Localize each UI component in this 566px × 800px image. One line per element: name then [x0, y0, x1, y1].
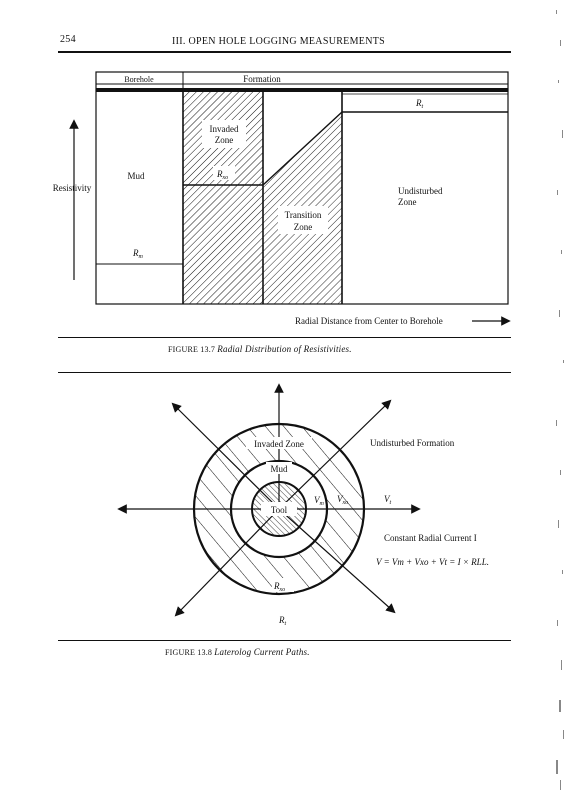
- invaded-zone-line2: Zone: [215, 135, 234, 145]
- page-number: 254: [60, 34, 76, 45]
- vm-label: Vm: [314, 495, 325, 507]
- transition-line2: Zone: [294, 222, 313, 232]
- col-borehole: Borehole: [124, 75, 154, 84]
- equation-label: V = Vm + Vxo + Vt = I × RLL.: [376, 557, 489, 567]
- mud-label: Mud: [127, 171, 145, 181]
- figure2-caption-num: FIGURE 13.8: [165, 648, 213, 657]
- running-title: III. OPEN HOLE LOGGING MEASUREMENTS: [172, 36, 385, 47]
- header-bar: [96, 88, 508, 92]
- vxo-label: Vxo: [337, 494, 348, 506]
- transition-upper-blank: [263, 92, 342, 185]
- rt-label: Rt: [278, 615, 287, 627]
- constant-current-label: Constant Radial Current I: [384, 533, 477, 543]
- x-axis-label: Radial Distance from Center to Borehole: [295, 316, 443, 326]
- figure2-bottom-rule: [58, 640, 511, 642]
- current-arrows: [117, 383, 421, 617]
- invaded-zone-label: Invaded Zone: [254, 439, 304, 449]
- tool-label: Tool: [271, 505, 288, 515]
- figure2-top-rule: [58, 372, 511, 374]
- header-rule: [58, 51, 511, 53]
- figure1-caption: FIGURE 13.7 Radial Distribution of Resis…: [168, 344, 352, 354]
- figure-13-7: Borehole Formation Rt Invaded Zone Rxo M…: [53, 71, 511, 326]
- figure1-caption-num: FIGURE 13.7: [168, 345, 216, 354]
- col-formation: Formation: [243, 74, 281, 84]
- transition-ramp: [262, 111, 343, 186]
- scan-edge-noise: [556, 10, 564, 790]
- undisturbed-formation-label: Undisturbed Formation: [370, 438, 455, 448]
- invaded-zone-line1: Invaded: [210, 124, 239, 134]
- figure-13-8: Invaded Zone Undisturbed Formation Mud T…: [117, 383, 489, 627]
- undisturbed-line1: Undisturbed: [398, 186, 443, 196]
- figure2-caption: FIGURE 13.8 Laterolog Current Paths.: [165, 647, 310, 657]
- transition-line1: Transition: [285, 210, 322, 220]
- rt-label: Rt: [415, 98, 424, 110]
- mud-label: Mud: [270, 464, 288, 474]
- rm-label: Rm: [132, 248, 144, 260]
- rxo-label: Rxo: [216, 169, 228, 181]
- figure2-caption-title: Laterolog Current Paths.: [214, 647, 310, 657]
- undisturbed-line2: Zone: [398, 197, 417, 207]
- figure1-caption-title: Radial Distribution of Resistivities.: [217, 344, 352, 354]
- rxo-label: Rxo: [273, 581, 285, 593]
- vt-label: Vt: [384, 494, 392, 506]
- y-axis-label: Resistivity: [53, 183, 92, 193]
- figure1-bottom-rule: [58, 337, 511, 339]
